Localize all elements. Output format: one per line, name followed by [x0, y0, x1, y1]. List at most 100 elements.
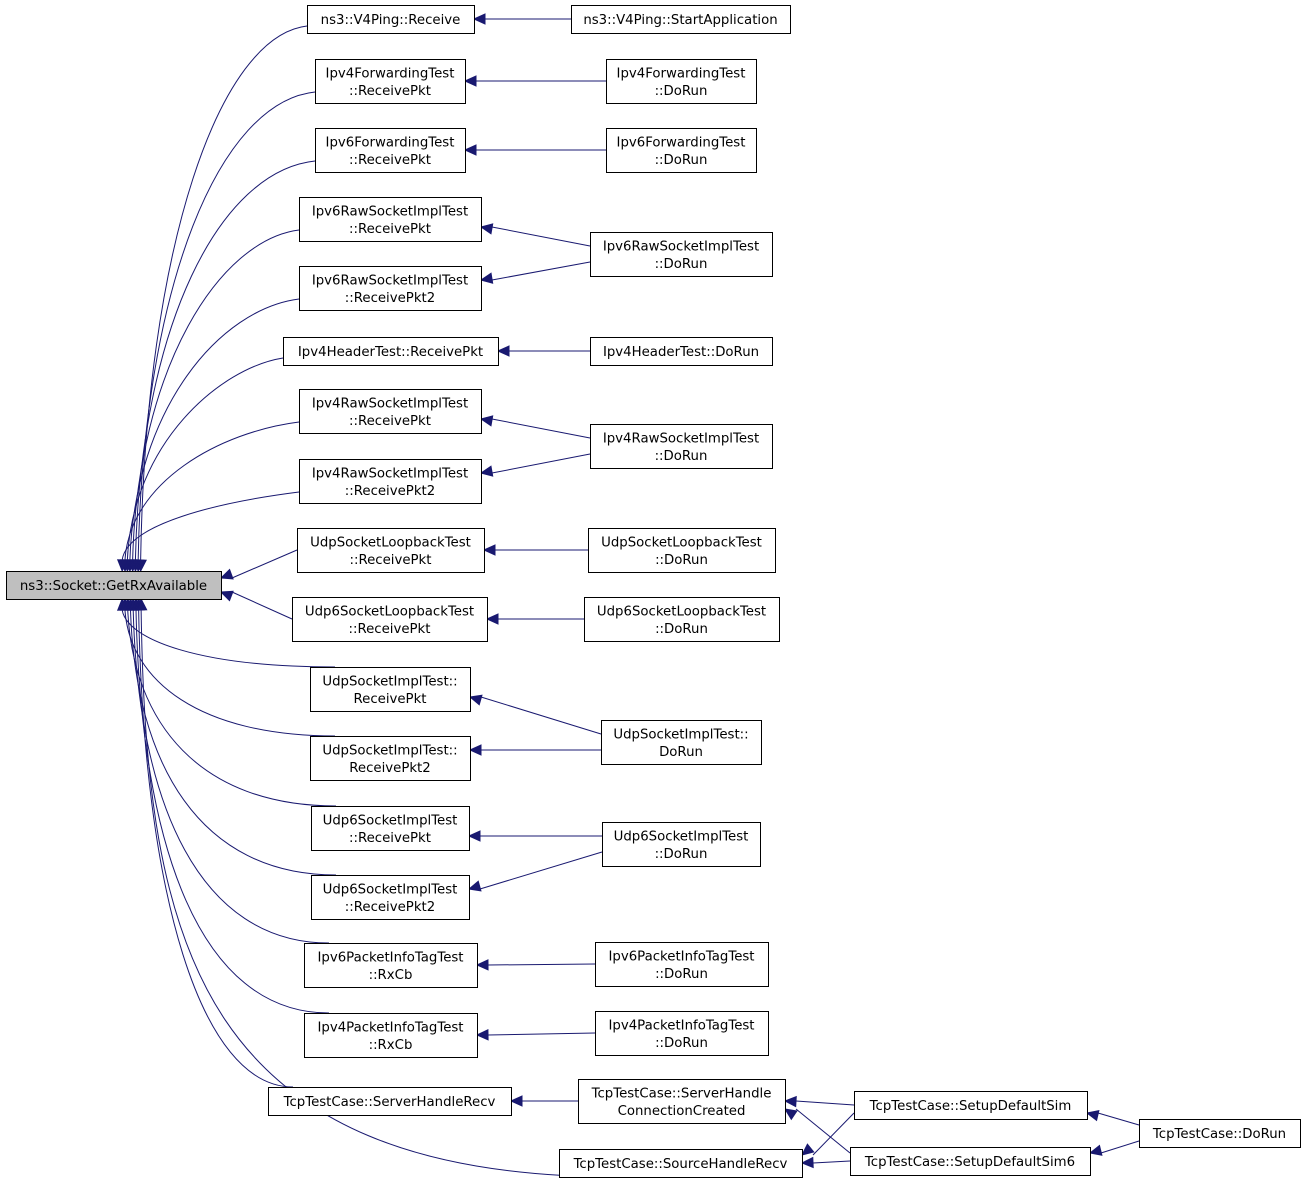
node-box[interactable] [584, 597, 780, 642]
node-label-line: ::DoRun [655, 257, 708, 272]
node-box[interactable] [310, 736, 471, 781]
node-box[interactable] [311, 806, 470, 851]
node-n_tcp_srvconn[interactable]: TcpTestCase::ServerHandleConnectionCreat… [578, 1079, 786, 1124]
node-box[interactable] [299, 459, 482, 504]
node-n_udpimpl_run[interactable]: UdpSocketImplTest::DoRun [601, 720, 762, 765]
node-n_ipv6raw_recv2[interactable]: Ipv6RawSocketImplTest::ReceivePkt2 [299, 266, 482, 311]
node-box[interactable] [307, 5, 475, 34]
node-label-line: Ipv4RawSocketImplTest [312, 466, 468, 481]
edge-n_ipv6pit_rxcb-to-n_root [128, 597, 330, 944]
node-box[interactable] [595, 942, 769, 987]
node-box[interactable] [595, 1011, 769, 1056]
node-box[interactable] [606, 59, 757, 104]
node-label-line: Ipv6ForwardingTest [617, 135, 746, 150]
node-box[interactable] [590, 424, 773, 469]
node-n_ipv4raw_recv[interactable]: Ipv4RawSocketImplTest::ReceivePkt [299, 389, 482, 434]
node-n_ipv6raw_recv[interactable]: Ipv6RawSocketImplTest::ReceivePkt [299, 197, 482, 242]
node-box[interactable] [268, 1087, 512, 1116]
node-box[interactable] [1139, 1119, 1301, 1148]
node-box[interactable] [311, 875, 470, 920]
node-label-line: ::RxCb [369, 968, 413, 983]
node-n_tcp_run[interactable]: TcpTestCase::DoRun [1139, 1119, 1301, 1148]
node-n_ipv4hdr_run[interactable]: Ipv4HeaderTest::DoRun [590, 337, 773, 366]
node-n_udp6impl_recv[interactable]: Udp6SocketImplTest::ReceivePkt [311, 806, 470, 851]
node-n_root[interactable]: ns3::Socket::GetRxAvailable [6, 571, 222, 600]
node-box[interactable] [601, 720, 762, 765]
node-box[interactable] [588, 528, 776, 573]
node-n_ipv4fwd_recv[interactable]: Ipv4ForwardingTest::ReceivePkt [315, 59, 466, 104]
edge-n_tcp_setup-to-n_tcp_srvconn-arrowhead [783, 1095, 797, 1108]
edge-n_udpimpl_run-to-n_udpimpl_recv-arrowhead [468, 694, 483, 706]
edge-n_udp6loop_recv-to-n_root [219, 590, 293, 620]
node-box[interactable] [299, 197, 482, 242]
node-n_udp6loop_recv[interactable]: Udp6SocketLoopbackTest::ReceivePkt [292, 597, 488, 642]
node-box[interactable] [850, 1147, 1091, 1176]
node-box[interactable] [571, 5, 791, 34]
node-box[interactable] [299, 266, 482, 311]
node-n_ipv6raw_run[interactable]: Ipv6RawSocketImplTest::DoRun [590, 232, 773, 277]
node-label-line: ::ReceivePkt [350, 553, 432, 568]
node-label-line: ::ReceivePkt [349, 84, 431, 99]
node-box[interactable] [283, 337, 499, 366]
edge-n_ipv4pit_run-to-n_ipv4pit_rxcb-arrowhead [475, 1029, 489, 1041]
node-n_udpimpl_recv2[interactable]: UdpSocketImplTest::ReceivePkt2 [310, 736, 471, 781]
node-n_ipv4hdr_recv[interactable]: Ipv4HeaderTest::ReceivePkt [283, 337, 499, 366]
edge-n_ipv4raw_run-to-n_ipv4raw_recv2 [479, 453, 591, 477]
edge-n_tcp_srcrecv-to-n_root-arrowhead [135, 597, 148, 611]
node-box[interactable] [854, 1091, 1088, 1120]
node-label-line: UdpSocketImplTest:: [322, 743, 457, 758]
node-n_udploop_run[interactable]: UdpSocketLoopbackTest::DoRun [588, 528, 776, 573]
node-n_udpimpl_recv[interactable]: UdpSocketImplTest::ReceivePkt [310, 667, 471, 712]
node-box[interactable] [304, 1013, 478, 1058]
node-n_ipv4raw_run[interactable]: Ipv4RawSocketImplTest::DoRun [590, 424, 773, 469]
node-n_ipv4pit_rxcb[interactable]: Ipv4PacketInfoTagTest::RxCb [304, 1013, 478, 1058]
node-box[interactable] [292, 597, 488, 642]
node-n_ipv4fwd_run[interactable]: Ipv4ForwardingTest::DoRun [606, 59, 757, 104]
node-n_udp6loop_run[interactable]: Udp6SocketLoopbackTest::DoRun [584, 597, 780, 642]
edge-n_ipv4raw_recv-to-n_root [119, 421, 300, 573]
edge-n_ipv4fwd_recv-to-n_root-line [137, 91, 316, 561]
node-box[interactable] [315, 128, 466, 173]
edge-n_udp6impl_run-to-n_udp6impl_recv2-arrowhead [467, 880, 482, 892]
node-box[interactable] [590, 337, 773, 366]
node-n_tcp_srcrecv[interactable]: TcpTestCase::SourceHandleRecv [559, 1149, 803, 1178]
node-n_udploop_recv[interactable]: UdpSocketLoopbackTest::ReceivePkt [297, 528, 485, 573]
node-n_tcp_setup[interactable]: TcpTestCase::SetupDefaultSim [854, 1091, 1088, 1120]
node-box[interactable] [304, 943, 478, 988]
node-box[interactable] [6, 571, 222, 600]
node-box[interactable] [310, 667, 471, 712]
node-n_udp6impl_recv2[interactable]: Udp6SocketImplTest::ReceivePkt2 [311, 875, 470, 920]
node-box[interactable] [578, 1079, 786, 1124]
node-n_v4ping_start[interactable]: ns3::V4Ping::StartApplication [571, 5, 791, 34]
node-box[interactable] [297, 528, 485, 573]
edge-n_ipv6raw_run-to-n_ipv6raw_recv-line [491, 226, 591, 247]
edge-n_tcp_setup6-to-n_tcp_srvconn-line [795, 1108, 851, 1154]
node-box[interactable] [590, 232, 773, 277]
node-label-line: Ipv4RawSocketImplTest [603, 431, 759, 446]
node-n_ipv4pit_run[interactable]: Ipv4PacketInfoTagTest::DoRun [595, 1011, 769, 1056]
node-n_ipv6pit_rxcb[interactable]: Ipv6PacketInfoTagTest::RxCb [304, 943, 478, 988]
edge-n_ipv6raw_run-to-n_ipv6raw_recv2-line [491, 261, 591, 281]
node-label-line: TcpTestCase::SetupDefaultSim [869, 1099, 1072, 1114]
node-n_ipv4raw_recv2[interactable]: Ipv4RawSocketImplTest::ReceivePkt2 [299, 459, 482, 504]
node-n_v4ping_recv[interactable]: ns3::V4Ping::Receive [307, 5, 475, 34]
edge-n_tcp_srvconn-to-n_tcp_srvrecv-arrowhead [509, 1095, 523, 1107]
node-label-line: Ipv4PacketInfoTagTest [608, 1018, 754, 1033]
edge-n_udploop_recv-to-n_root-arrowhead [219, 568, 234, 580]
edge-n_ipv6pit_run-to-n_ipv6pit_rxcb-line [487, 963, 596, 966]
edge-n_tcp_setup6-to-n_tcp_srvconn-arrowhead [783, 1108, 798, 1121]
node-n_udp6impl_run[interactable]: Udp6SocketImplTest::DoRun [602, 822, 761, 867]
edge-n_tcp_srvrecv-to-n_root-line [138, 609, 294, 1088]
node-label-line: ::ReceivePkt [349, 831, 431, 846]
node-box[interactable] [559, 1149, 803, 1178]
node-n_ipv6fwd_run[interactable]: Ipv6ForwardingTest::DoRun [606, 128, 757, 173]
node-n_ipv6pit_run[interactable]: Ipv6PacketInfoTagTest::DoRun [595, 942, 769, 987]
node-n_ipv6fwd_recv[interactable]: Ipv6ForwardingTest::ReceivePkt [315, 128, 466, 173]
node-box[interactable] [299, 389, 482, 434]
node-n_tcp_setup6[interactable]: TcpTestCase::SetupDefaultSim6 [850, 1147, 1091, 1176]
node-box[interactable] [602, 822, 761, 867]
edge-n_v4ping_recv-to-n_root-line [140, 25, 308, 561]
node-n_tcp_srvrecv[interactable]: TcpTestCase::ServerHandleRecv [268, 1087, 512, 1116]
node-box[interactable] [315, 59, 466, 104]
node-box[interactable] [606, 128, 757, 173]
